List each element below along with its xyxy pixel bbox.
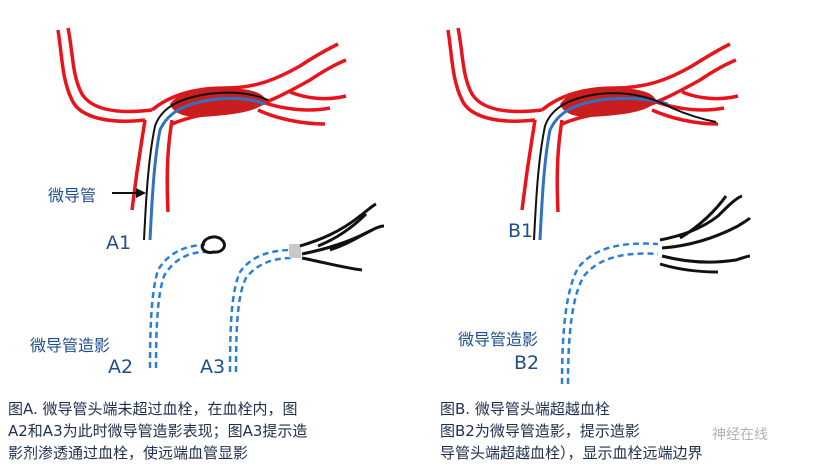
vessel-wall (257, 108, 326, 126)
vessel-wall (289, 90, 347, 101)
panel-a-vessel-diagram (56, 27, 347, 241)
caption-a-line-3: 影剂渗透通过血栓，使远端血管显影 (8, 444, 249, 462)
caption-b-line-2: 图B2为微导管造影，提示造影 (440, 422, 640, 440)
label-b1: B1 (508, 220, 534, 242)
angio-label-b: 微导管造影 (458, 330, 539, 349)
caption-a-line-1: 图A. 微导管头端未超过血栓，在血栓内，图 (8, 400, 298, 418)
vessel-wall (66, 27, 153, 114)
catheter-label: 微导管 (48, 186, 97, 205)
caption-b-line-1: 图B. 微导管头端超越血栓 (440, 400, 610, 418)
label-b2: B2 (514, 352, 540, 374)
label-a2: A2 (108, 356, 134, 378)
contrast-permeation (289, 244, 301, 258)
caption-a-line-2: A2和A3为此时微导管造影表现；图A3提示造 (8, 422, 308, 440)
vessel-wall (261, 100, 331, 112)
caption-b-line-3: 导管头端超越血栓），显示血栓远端边界 (440, 444, 703, 462)
thrombus (170, 87, 266, 117)
label-a1: A1 (106, 232, 132, 254)
vessel-wall (165, 119, 174, 213)
panel-b-vessel-diagram (446, 27, 739, 241)
a3-angiogram (228, 202, 385, 373)
guidewire (533, 92, 717, 241)
microcatheter (148, 96, 266, 241)
vessel-wall (56, 29, 146, 123)
angio-label-a: 微导管造影 (30, 336, 111, 355)
b2-angiogram (560, 194, 752, 385)
microcatheter (538, 96, 669, 241)
guidewire (143, 91, 269, 241)
watermark: 神经在线 (712, 427, 768, 443)
vessel-wall (150, 42, 339, 112)
arrow-head (136, 188, 146, 198)
vessel-wall (130, 119, 147, 211)
label-a3: A3 (200, 356, 226, 378)
a2-angiogram (148, 235, 226, 369)
contrast-blob (200, 235, 226, 254)
